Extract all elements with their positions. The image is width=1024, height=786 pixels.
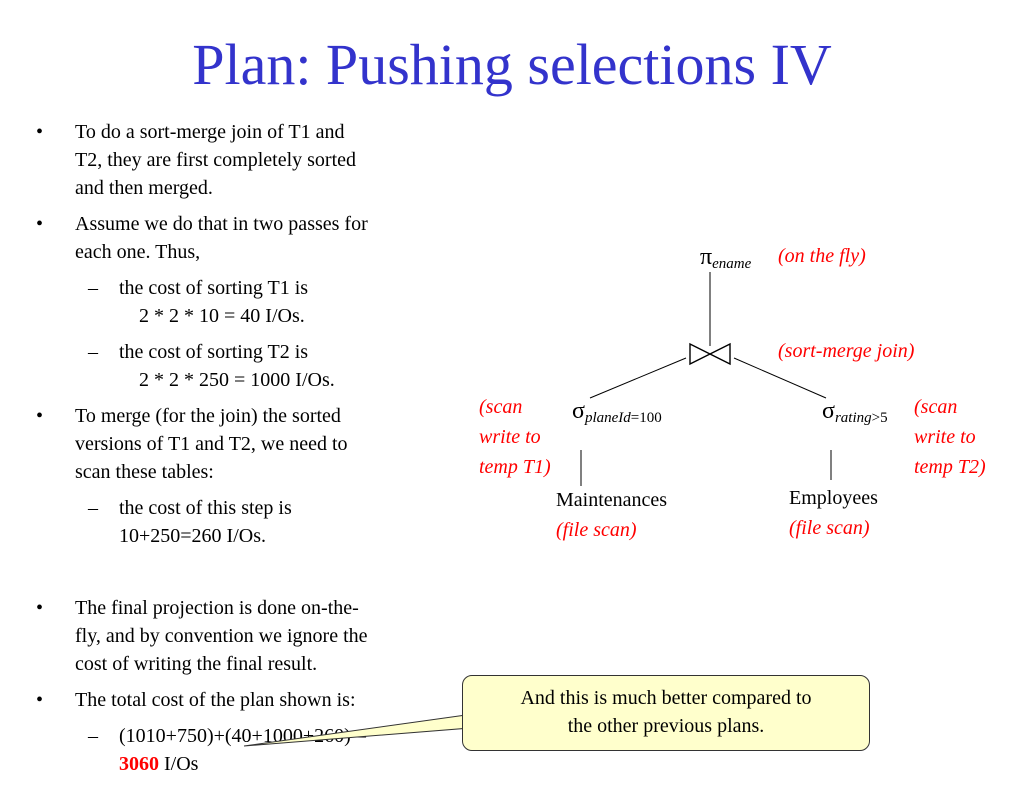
query-plan-edges	[243, 272, 832, 747]
subbullet-sort-t1: – the cost of sorting T1 is 2 * 2 * 10 =…	[30, 274, 460, 330]
right-selection-node: σrating>5	[822, 398, 888, 426]
projection-note: (on the fly)	[778, 245, 866, 267]
bullet-two-passes: • Assume we do that in two passes for ea…	[30, 210, 460, 266]
left-selection-node: σplaneId=100	[572, 398, 662, 426]
callout-pointer	[243, 714, 471, 747]
projection-node: πename	[700, 244, 752, 272]
bullet-marker: •	[36, 597, 44, 619]
right-leaf-relation: Employees	[789, 487, 878, 509]
join-bowtie-icon	[689, 342, 731, 366]
slide-title: Plan: Pushing selections IV	[192, 32, 832, 97]
left-leaf-relation: Maintenances	[556, 489, 668, 511]
right-leaf-note: (file scan)	[789, 517, 870, 539]
bullet-sort-merge: • To do a sort-merge join of T1 and T2, …	[30, 118, 460, 202]
dash-marker: –	[88, 725, 98, 747]
right-selection-note: (scan write to temp T2)	[914, 396, 986, 478]
edge-join-right	[733, 357, 827, 399]
left-selection-note: (scan write to temp T1)	[479, 396, 551, 478]
bullet-marker: •	[36, 405, 44, 427]
subbullet-merge-cost: – the cost of this step is 10+250=260 I/…	[30, 494, 460, 550]
bullet-marker: •	[36, 689, 44, 711]
bullet-total-cost: • The total cost of the plan shown is:	[30, 686, 460, 714]
callout-box: And this is much better compared to the …	[462, 675, 870, 751]
bullet-list: • To do a sort-merge join of T1 and T2, …	[30, 118, 460, 786]
edge-join-left	[589, 357, 687, 399]
bullet-marker: •	[36, 213, 44, 235]
subbullet-sort-t2: – the cost of sorting T2 is 2 * 2 * 250 …	[30, 338, 460, 394]
dash-marker: –	[88, 277, 98, 299]
join-note: (sort-merge join)	[778, 340, 915, 362]
bullet-merge: • To merge (for the join) the sorted ver…	[30, 402, 460, 486]
left-leaf-note: (file scan)	[556, 519, 637, 541]
dash-marker: –	[88, 497, 98, 519]
bullet-marker: •	[36, 121, 44, 143]
bullet-projection: • The final projection is done on-the- f…	[30, 594, 460, 678]
dash-marker: –	[88, 341, 98, 363]
